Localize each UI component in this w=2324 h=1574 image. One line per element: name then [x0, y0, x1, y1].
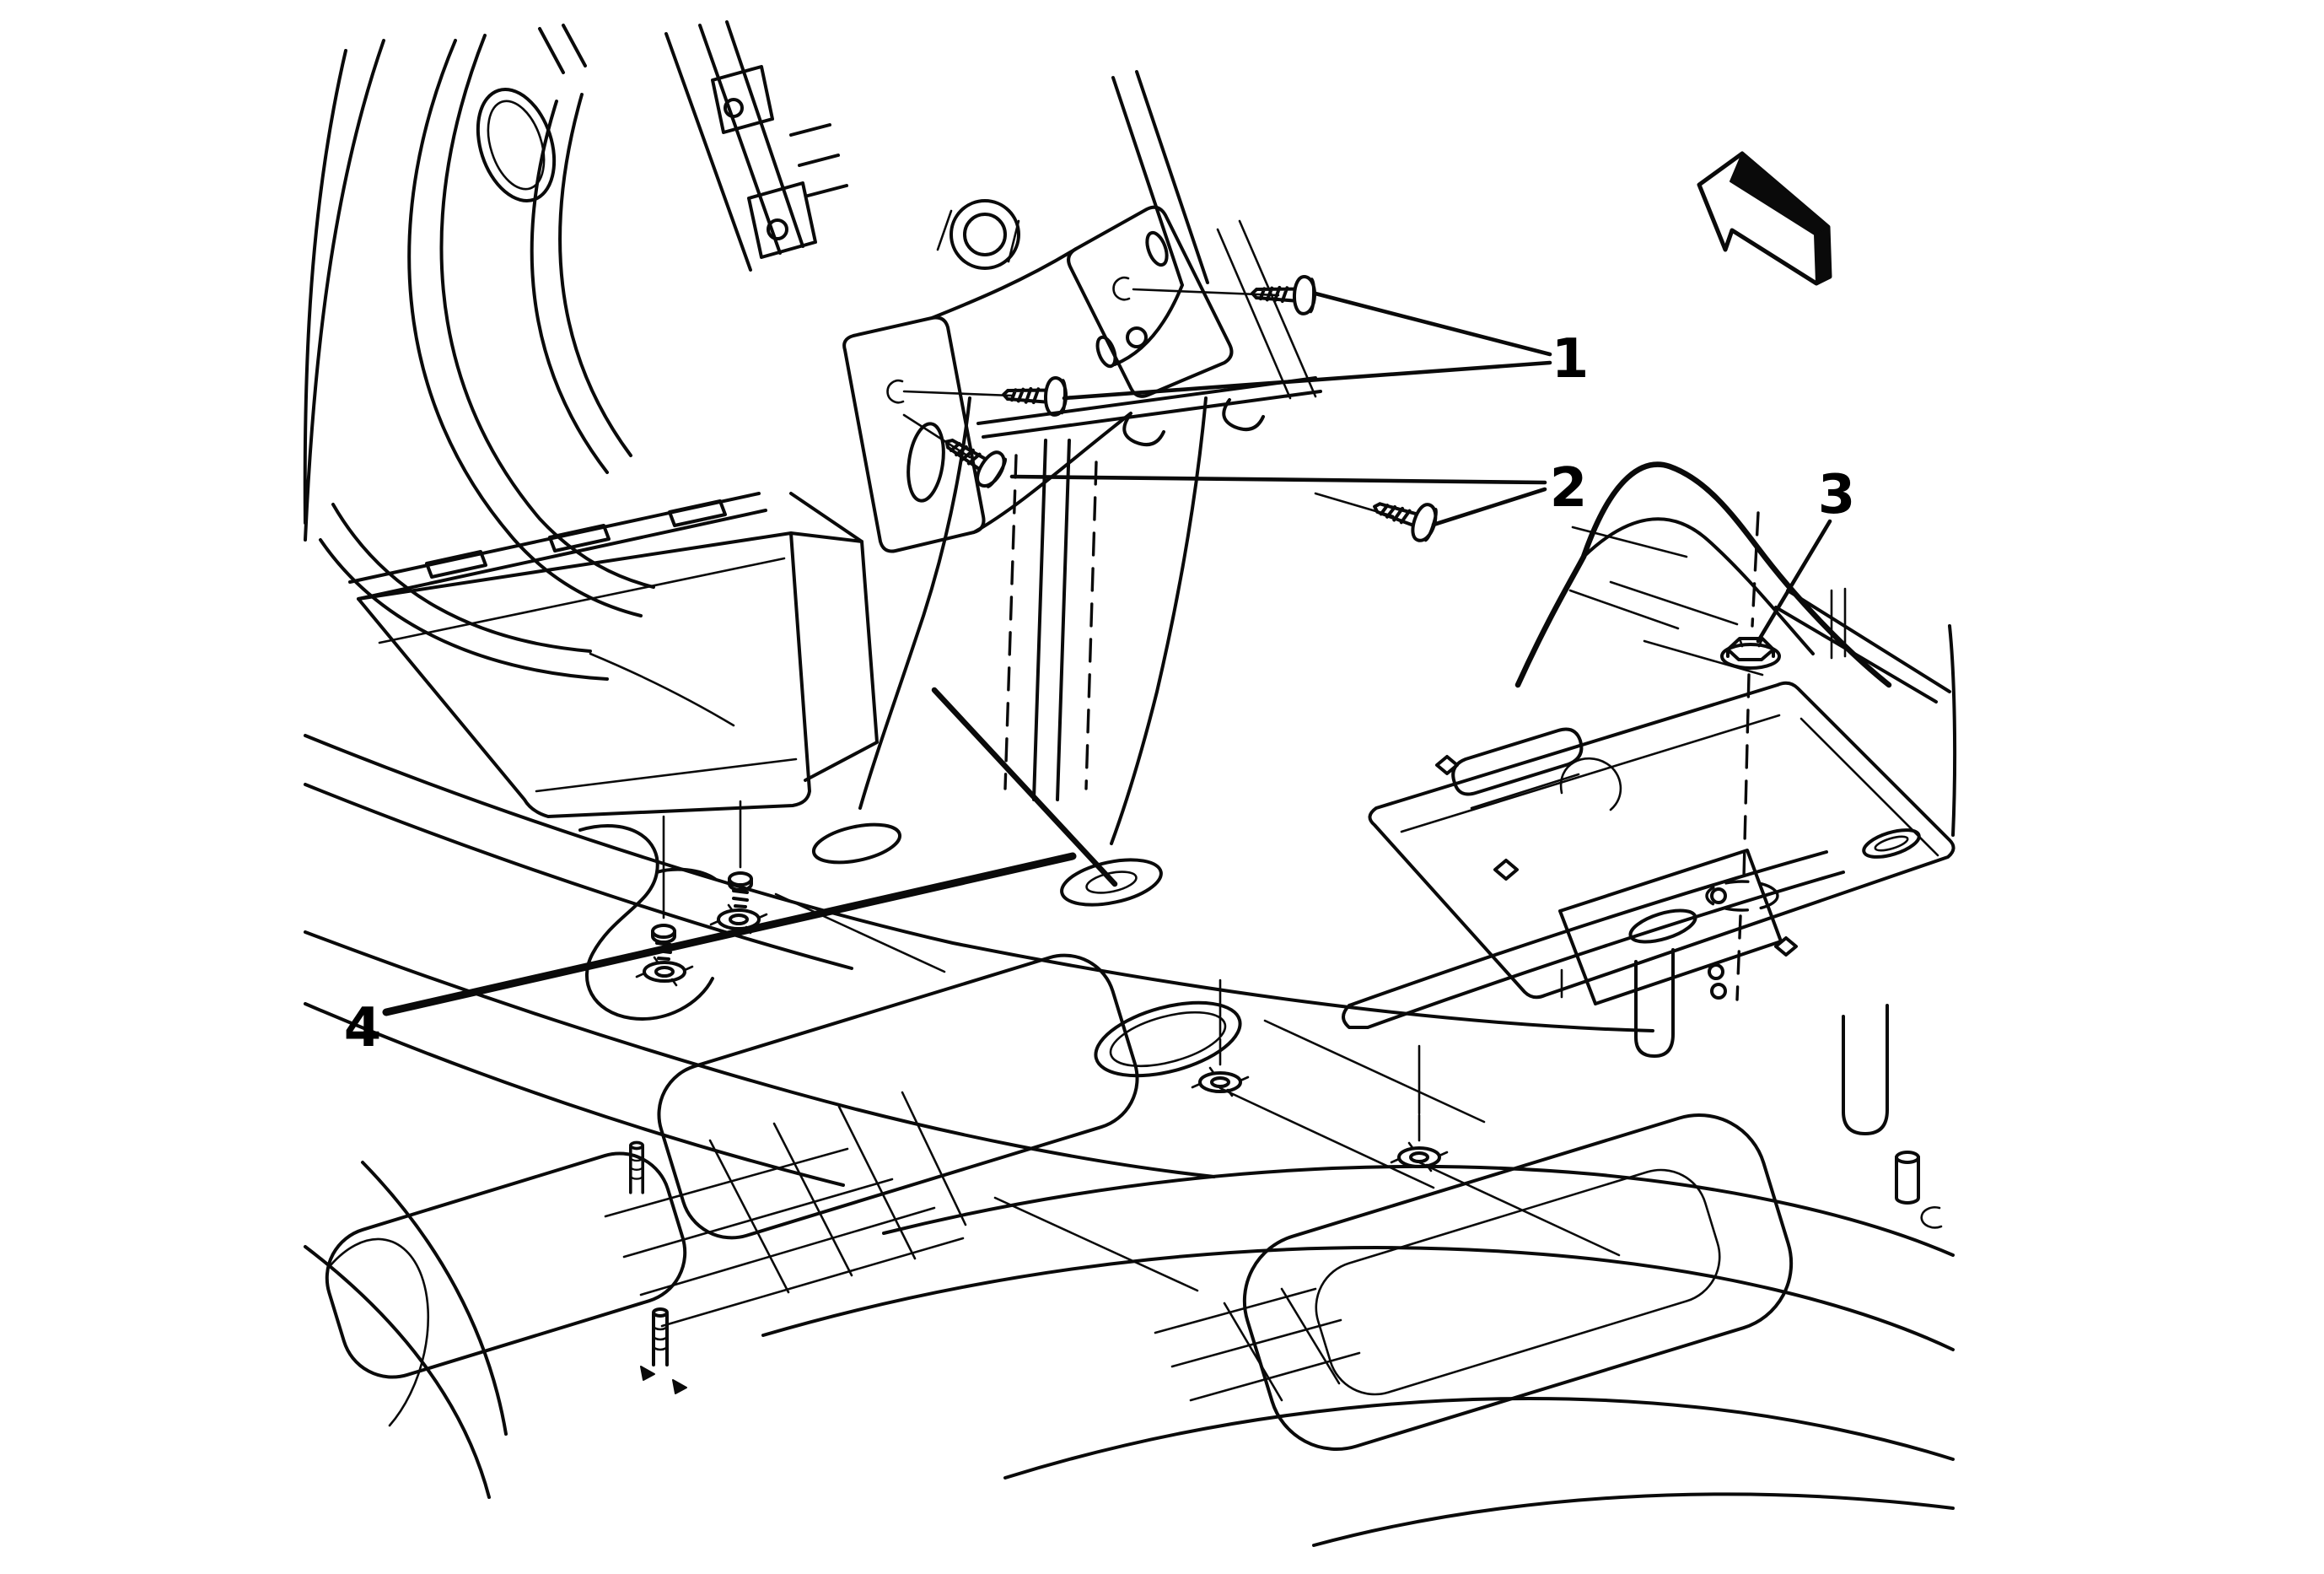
floor-hump	[1514, 461, 1892, 688]
callouts: 1 2 3 4	[344, 291, 1856, 1059]
stud-nut-assembly	[1720, 511, 1781, 1001]
upper-bracket	[842, 205, 1322, 553]
callout-1-label: 1	[1552, 328, 1590, 391]
floor-oval-hole	[1094, 1000, 1242, 1078]
hex-nut-icon	[1720, 637, 1781, 670]
bracket-foot	[811, 822, 902, 865]
callout-1-leader	[1062, 291, 1552, 401]
seat-pillar	[538, 20, 848, 272]
seat-back-frame	[303, 20, 1209, 681]
callout-2-leader	[1009, 474, 1547, 527]
stud-icon	[628, 1140, 645, 1194]
floor-carpet	[304, 652, 1955, 1547]
bracket-foot	[1060, 858, 1163, 907]
plate-leg	[1634, 948, 1675, 1058]
callout-2-label: 2	[1550, 457, 1588, 520]
front-direction-arrow-icon	[1697, 151, 1832, 286]
callout-4-label: 4	[344, 997, 382, 1059]
screw-hole	[1112, 276, 1131, 301]
screw-icon	[1003, 376, 1066, 416]
bushing	[1895, 1151, 1943, 1229]
callout-4-leader	[382, 852, 1077, 1016]
retainer-nut-icon	[635, 956, 694, 987]
plate-leg	[1842, 1004, 1889, 1135]
mounting-plate	[1342, 589, 1957, 1229]
screw-axis	[902, 288, 1395, 518]
carpet-hatch	[604, 1091, 1361, 1402]
floor-bracket	[662, 396, 1421, 1115]
screw-down-icon	[728, 871, 753, 908]
screw-icon	[1367, 487, 1442, 546]
handle-slot	[1451, 727, 1584, 796]
stud-icon	[652, 1307, 669, 1366]
seat-panel-edge	[1774, 589, 1957, 837]
stud-hole-hidden	[1705, 880, 1779, 912]
screw-icon	[1251, 275, 1315, 315]
bracket-screws	[902, 275, 1442, 546]
screw-hole	[886, 379, 905, 404]
floor-well	[657, 953, 1139, 1240]
storage-tray	[348, 492, 879, 818]
callout-3-leader	[1756, 519, 1832, 644]
seat-recliner-boss	[936, 199, 1020, 270]
callout-3-label: 3	[1818, 464, 1856, 526]
retainer-nut-icon	[1191, 1066, 1250, 1097]
floor-studs	[628, 871, 1449, 1394]
belt-guide-clips	[976, 376, 1322, 446]
